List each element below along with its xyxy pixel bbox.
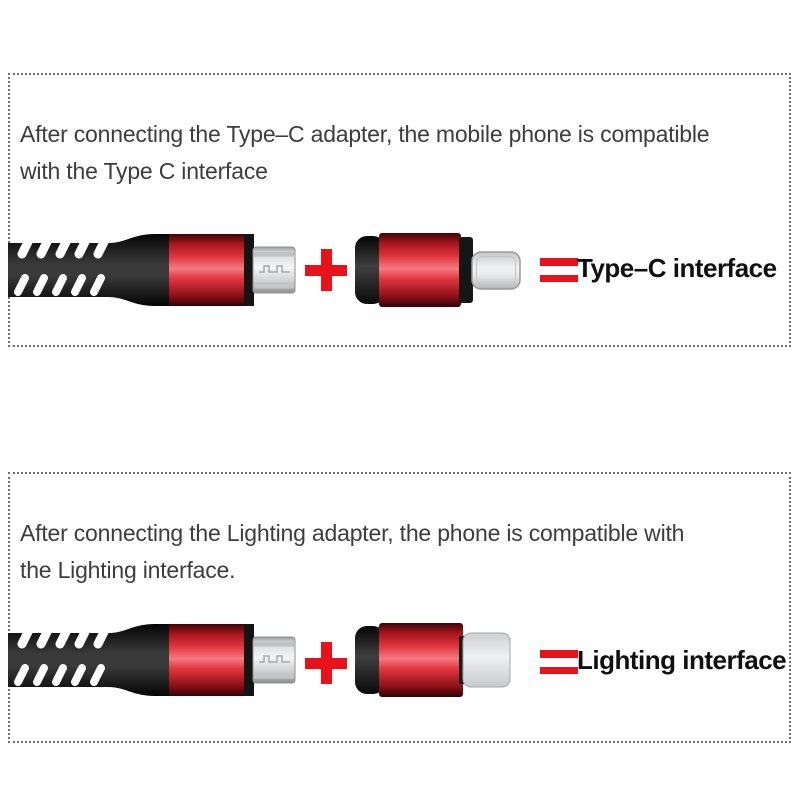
lightning-interface-label: Lighting interface: [577, 645, 787, 675]
lightning-plug: [462, 632, 511, 688]
plus-icon: [305, 249, 347, 291]
equals-icon: [540, 650, 578, 674]
micro-usb-plug: [252, 636, 296, 684]
type-c-plug: [471, 251, 521, 290]
panel-lightning-description: After connecting the Lighting adapter, t…: [20, 515, 684, 589]
panel-type-c: After connecting the Type–C adapter, the…: [8, 73, 791, 347]
lightning-adapter-icon: [355, 623, 511, 697]
micro-usb-cable-icon: [8, 233, 296, 306]
plus-icon: [305, 642, 347, 684]
micro-usb-cable-icon: [8, 623, 296, 696]
description-line: the Lighting interface.: [20, 557, 236, 583]
description-line: After connecting the Lighting adapter, t…: [20, 520, 685, 546]
type-c-interface-label: Type–C interface: [577, 253, 777, 283]
micro-usb-plug: [252, 246, 296, 294]
panel-type-c-description: After connecting the Type–C adapter, the…: [20, 116, 710, 190]
description-line: with the Type C interface: [20, 158, 268, 184]
type-c-adapter-icon: [355, 233, 521, 307]
panel-lightning: After connecting the Lighting adapter, t…: [8, 472, 791, 743]
description-line: After connecting the Type–C adapter, the…: [20, 121, 710, 147]
equals-icon: [540, 258, 578, 282]
